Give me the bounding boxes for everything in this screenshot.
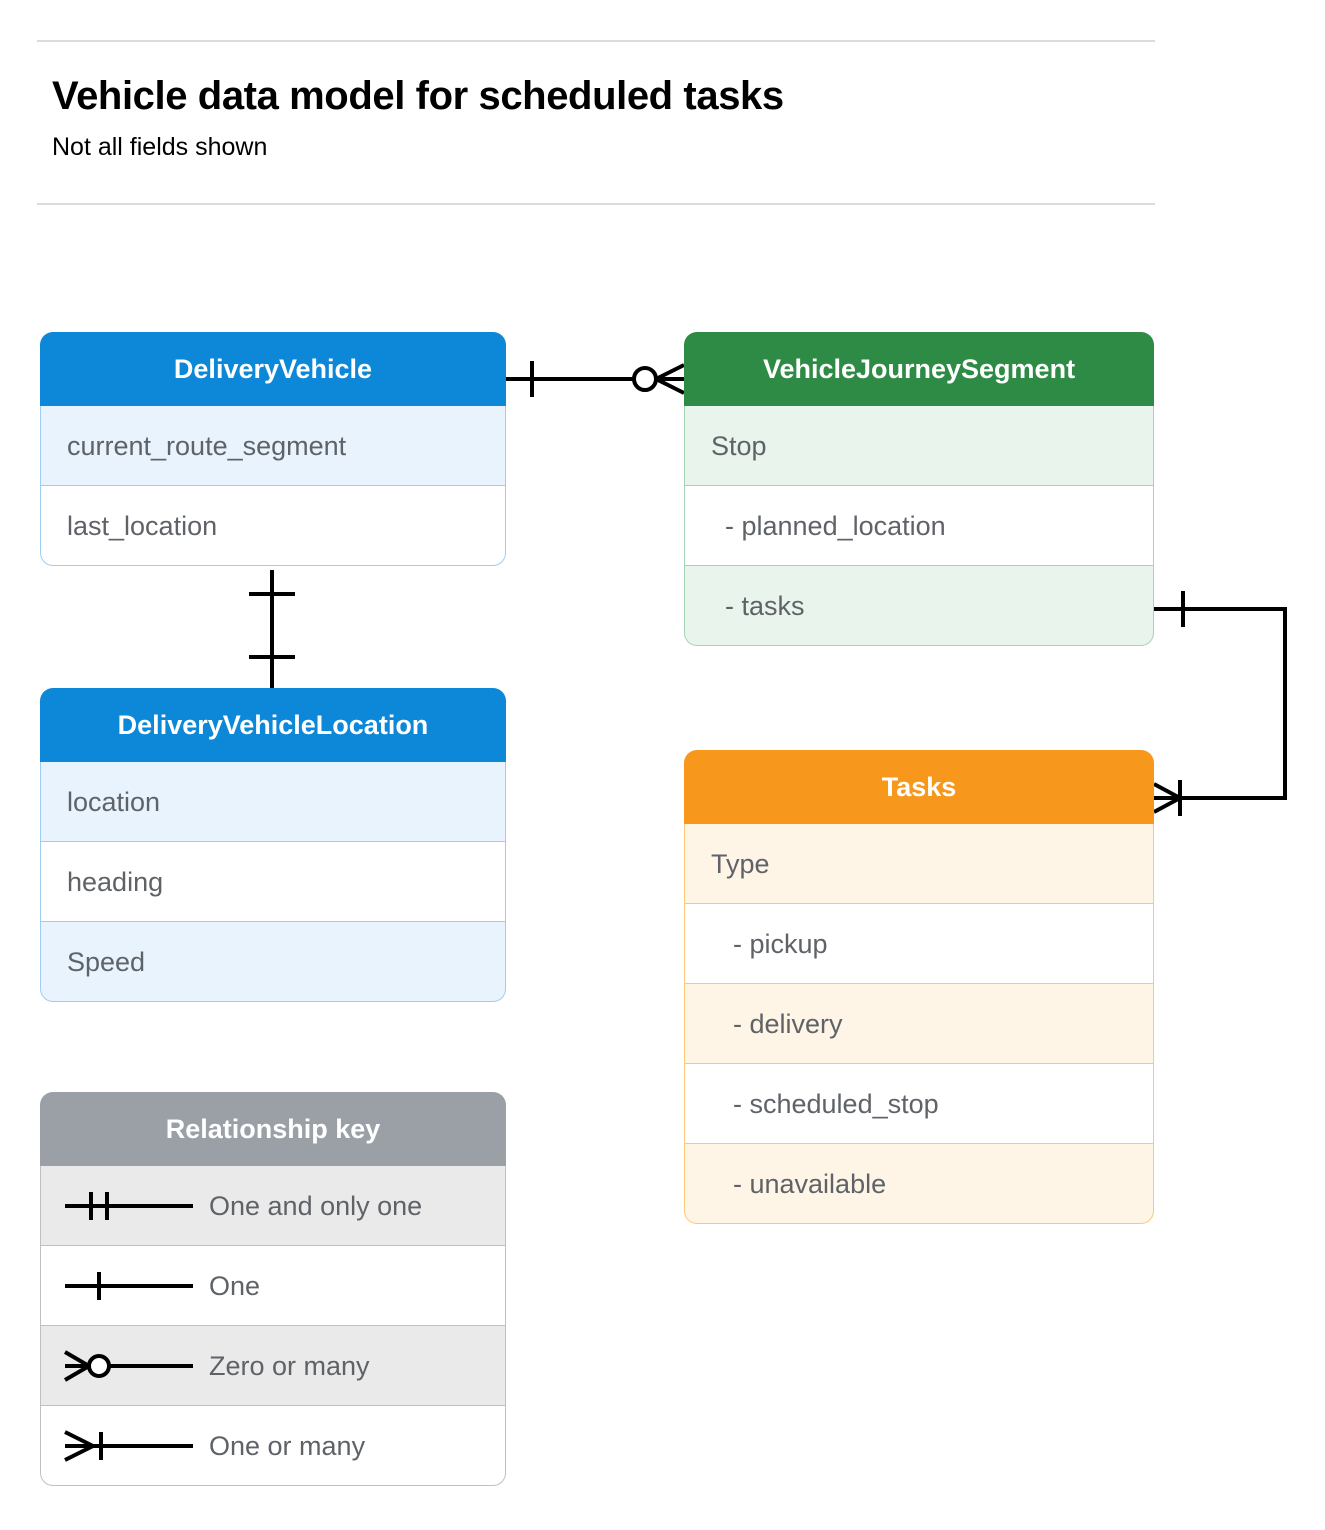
connector-deliveryvehicle-vehiclejourneysegment: [506, 361, 685, 397]
legend-item-zero-or-many: Zero or many: [40, 1326, 506, 1406]
entity-tasks[interactable]: Tasks Type - pickup - delivery - schedul…: [684, 750, 1154, 1224]
header-rule-bottom: [37, 203, 1155, 205]
entity-tasks-title: Tasks: [684, 750, 1154, 824]
entity-vehicle-journey-segment-field-stop: Stop: [684, 406, 1154, 486]
entity-vehicle-journey-segment-field-tasks: - tasks: [684, 566, 1154, 646]
entity-vehicle-journey-segment-title: VehicleJourneySegment: [684, 332, 1154, 406]
entity-vehicle-journey-segment[interactable]: VehicleJourneySegment Stop - planned_loc…: [684, 332, 1154, 646]
page-title: Vehicle data model for scheduled tasks: [52, 74, 784, 118]
entity-tasks-field-scheduled-stop: - scheduled_stop: [684, 1064, 1154, 1144]
legend-item-one-and-only-one: One and only one: [40, 1166, 506, 1246]
legend-item-one-or-many-label: One or many: [209, 1430, 366, 1461]
one-icon: [41, 1246, 209, 1325]
connector-vehiclejourneysegment-tasks: [1153, 591, 1287, 816]
entity-tasks-field-pickup: - pickup: [684, 904, 1154, 984]
entity-delivery-vehicle-field-last-location: last_location: [40, 486, 506, 566]
header-rule-top: [37, 40, 1155, 42]
entity-delivery-vehicle-location-title: DeliveryVehicleLocation: [40, 688, 506, 762]
legend-item-zero-or-many-label: Zero or many: [209, 1350, 370, 1381]
zero-or-many-icon: [41, 1326, 209, 1405]
legend-item-one: One: [40, 1246, 506, 1326]
relationship-key-title: Relationship key: [40, 1092, 506, 1166]
entity-vehicle-journey-segment-field-planned-location: - planned_location: [684, 486, 1154, 566]
connector-deliveryvehicle-deliveryvehiclelocation: [249, 570, 295, 690]
legend-item-one-and-only-one-label: One and only one: [209, 1190, 423, 1221]
page-subtitle: Not all fields shown: [52, 133, 268, 161]
entity-delivery-vehicle-location-field-speed: Speed: [40, 922, 506, 1002]
entity-delivery-vehicle-field-current-route-segment: current_route_segment: [40, 406, 506, 486]
one-and-only-one-icon: [41, 1166, 209, 1245]
entity-delivery-vehicle[interactable]: DeliveryVehicle current_route_segment la…: [40, 332, 506, 566]
entity-delivery-vehicle-title: DeliveryVehicle: [40, 332, 506, 406]
one-or-many-icon: [41, 1406, 209, 1485]
entity-tasks-field-type: Type: [684, 824, 1154, 904]
entity-delivery-vehicle-location-field-location: location: [40, 762, 506, 842]
legend-item-one-or-many: One or many: [40, 1406, 506, 1486]
relationship-key-legend: Relationship key One and only one One: [40, 1092, 506, 1486]
entity-delivery-vehicle-location[interactable]: DeliveryVehicleLocation location heading…: [40, 688, 506, 1002]
legend-item-one-label: One: [209, 1270, 261, 1301]
entity-delivery-vehicle-location-field-heading: heading: [40, 842, 506, 922]
entity-tasks-field-unavailable: - unavailable: [684, 1144, 1154, 1224]
entity-tasks-field-delivery: - delivery: [684, 984, 1154, 1064]
